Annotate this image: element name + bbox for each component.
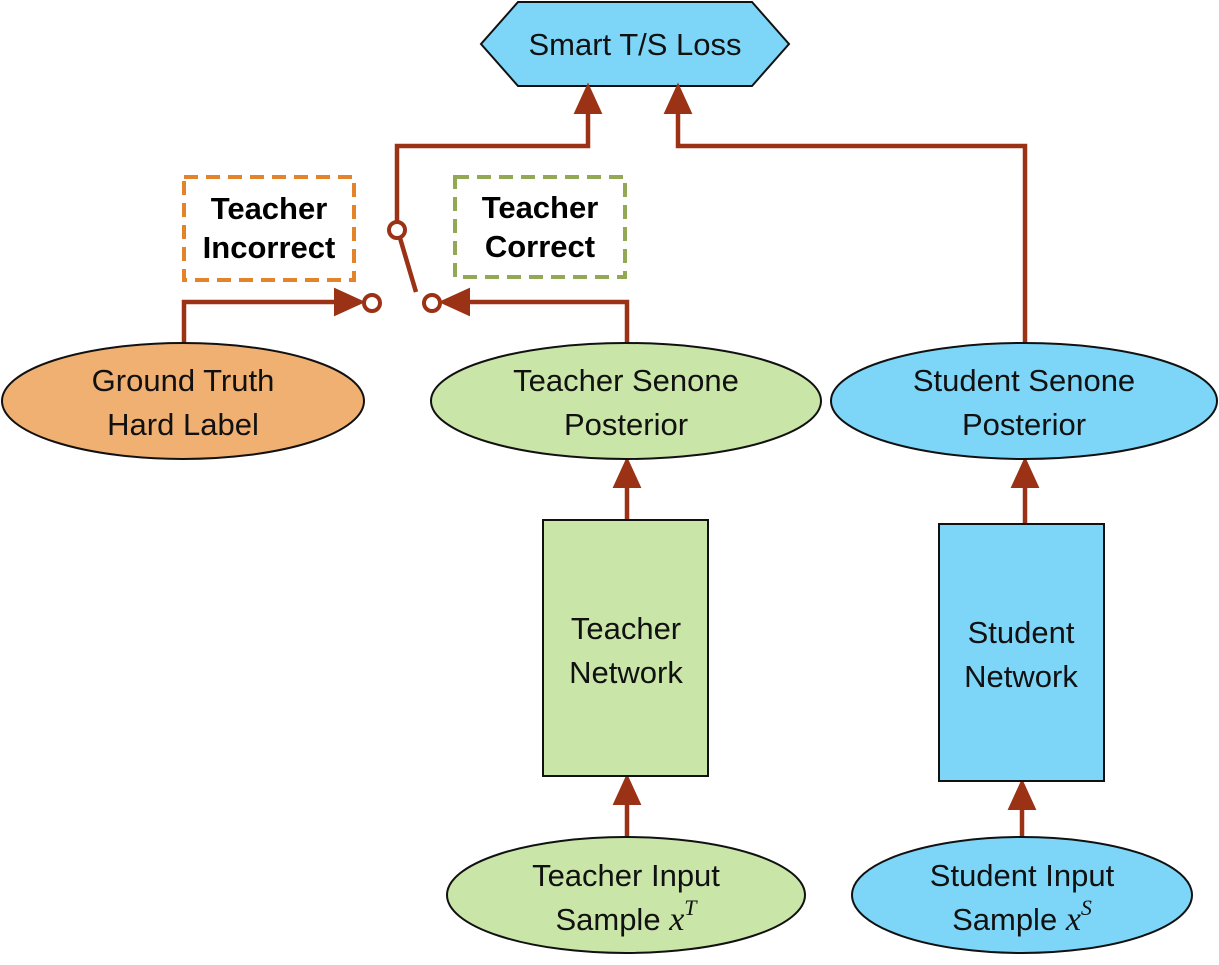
arrow-ground-truth-to-switch [181,287,366,344]
arrow-teacher-posterior-to-switch [438,287,630,344]
student-posterior-label-line2: Posterior [962,407,1086,442]
switch-blade [397,237,419,293]
teacher-input-sample-text: Sample [555,902,669,937]
arrow-switch-to-loss [394,82,603,222]
teacher-input-label-line2: Sample xT [555,895,698,938]
teacher-posterior-label-line2: Posterior [564,407,688,442]
teacher-input-node: Teacher Input Sample xT [446,836,806,954]
ground-truth-node: Ground Truth Hard Label [1,342,365,460]
teacher-input-superscript: T [684,895,698,920]
student-input-label-line1: Student Input [930,858,1115,893]
teacher-incorrect-label-line1: Teacher [211,191,328,226]
teacher-network-label-line1: Teacher [571,611,681,646]
teacher-correct-label-line2: Correct [485,229,595,264]
student-network-label-line1: Student [968,615,1075,650]
teacher-posterior-label-line1: Teacher Senone [513,363,739,398]
teacher-posterior-node: Teacher Senone Posterior [430,342,822,460]
teacher-correct-label-line1: Teacher [482,190,599,225]
ground-truth-label-line2: Hard Label [107,407,259,442]
student-input-sample-text: Sample [952,902,1066,937]
student-input-node: Student Input Sample xS [851,836,1193,954]
arrow-student-posterior-to-loss [663,82,1028,343]
student-posterior-label-line1: Student Senone [913,363,1135,398]
student-input-label-line2: Sample xS [952,895,1092,938]
teacher-correct-box: Teacher Correct [453,175,627,279]
teacher-input-variable: x [668,901,684,938]
switch-incorrect-contact [362,293,382,313]
student-input-variable: x [1065,901,1081,938]
ground-truth-label-line1: Ground Truth [92,363,275,398]
teacher-network-node: Teacher Network [542,519,709,777]
switch-common-contact [387,220,407,240]
smart-ts-loss-node: Smart T/S Loss [479,1,791,87]
teacher-input-label-line1: Teacher Input [532,858,720,893]
student-posterior-node: Student Senone Posterior [830,342,1218,460]
teacher-incorrect-label-line2: Incorrect [203,230,336,265]
teacher-network-label-line2: Network [569,655,683,690]
student-input-superscript: S [1081,895,1092,920]
switch-correct-contact [422,293,442,313]
teacher-incorrect-box: Teacher Incorrect [182,175,356,282]
loss-label: Smart T/S Loss [528,27,741,62]
student-network-node: Student Network [938,523,1105,782]
student-network-label-line2: Network [964,659,1078,694]
